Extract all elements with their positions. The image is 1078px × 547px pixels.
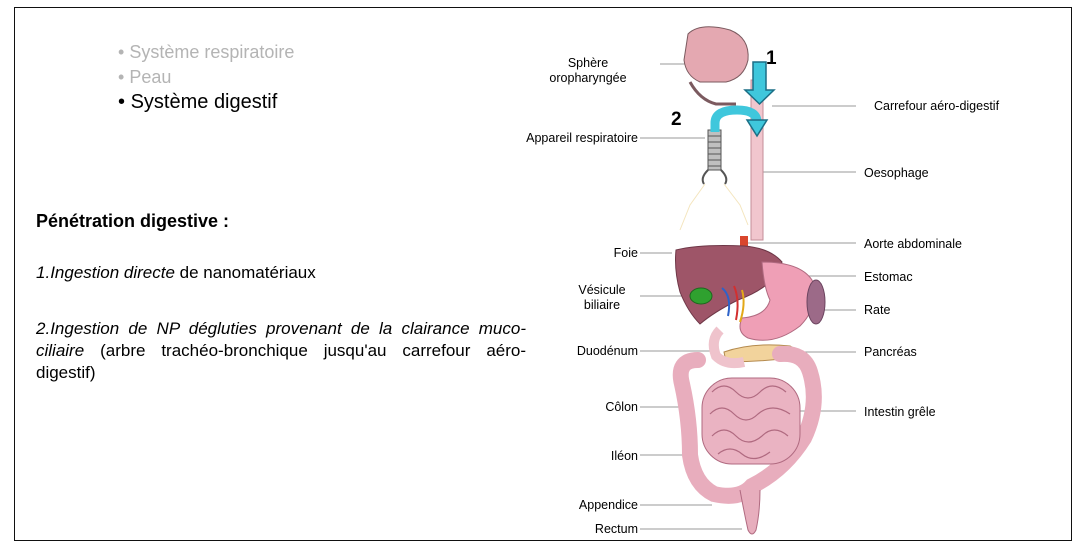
arrow-2-mucociliary: [715, 110, 767, 136]
rectum-shape: [740, 490, 760, 534]
label-rate: Rate: [864, 303, 890, 318]
label-rectum: Rectum: [528, 522, 638, 537]
oropharynx-shape: [684, 27, 748, 82]
label-duodenum: Duodénum: [538, 344, 638, 359]
label-oesophage: Oesophage: [864, 166, 929, 181]
label-pancreas: Pancréas: [864, 345, 917, 360]
gallbladder-shape: [690, 288, 712, 304]
label-carrefour-aero-digestif: Carrefour aéro-digestif: [874, 99, 999, 114]
label-colon: Côlon: [558, 400, 638, 415]
label-ileon: Iléon: [558, 449, 638, 464]
label-intestin-grele: Intestin grêle: [864, 405, 936, 420]
label-foie: Foie: [578, 246, 638, 261]
label-appendice: Appendice: [528, 498, 638, 513]
trachea-shape: [703, 130, 727, 184]
bronchi-glow: [680, 184, 748, 230]
arrow-label-1: 1: [766, 48, 777, 70]
duodenum-shape: [714, 330, 744, 363]
label-aorte-abdominale: Aorte abdominale: [864, 237, 962, 252]
esophagus-shape: [751, 80, 763, 240]
label-appareil-respiratoire: Appareil respiratoire: [468, 131, 638, 146]
spleen-shape: [807, 280, 825, 324]
label-vesicule-biliaire: Vésicule biliaire: [562, 283, 642, 313]
label-sphere-oropharyngee: Sphère oropharyngée: [528, 56, 648, 86]
label-estomac: Estomac: [864, 270, 913, 285]
arrow-label-2: 2: [671, 109, 682, 131]
mouth-cavity: [690, 82, 736, 104]
